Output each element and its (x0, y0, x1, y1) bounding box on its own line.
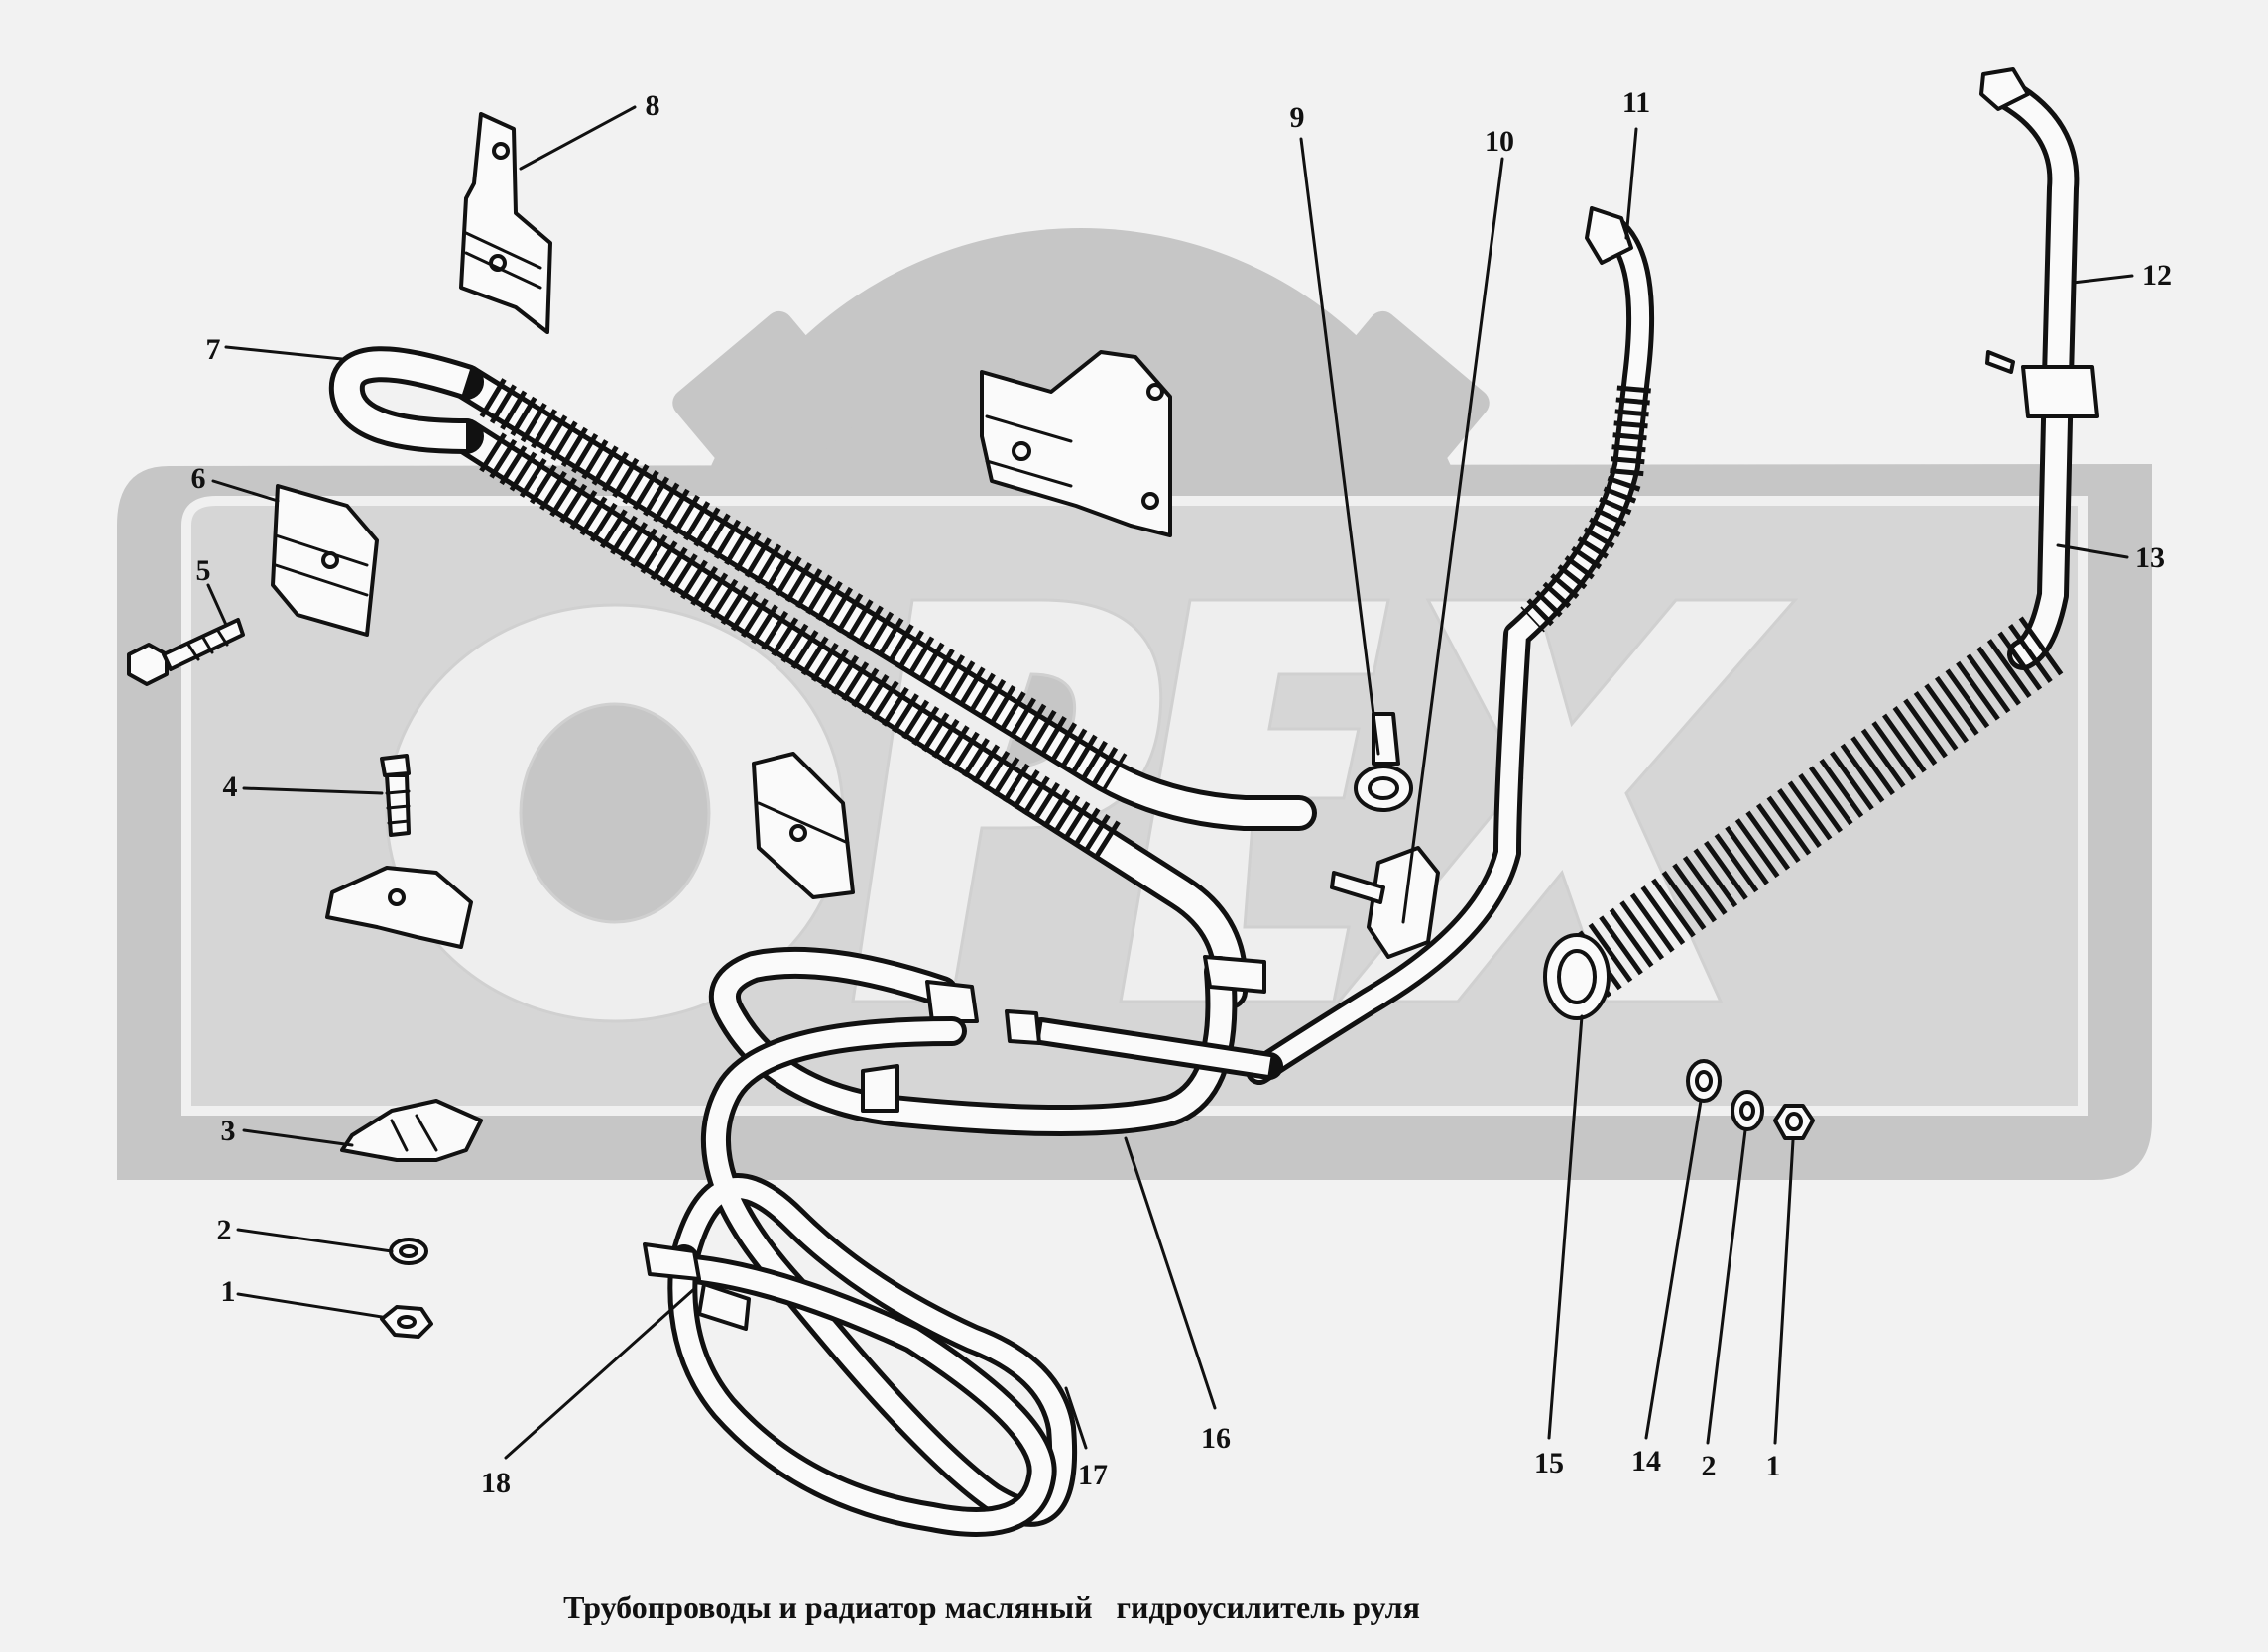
hose-11 (1246, 206, 1655, 1085)
washer-2-left (389, 1238, 428, 1265)
callout-10: 10 (1485, 125, 1514, 158)
pipe-17 (643, 1016, 1078, 1537)
callout-2-left: 2 (217, 1214, 232, 1246)
nut-1-right (1773, 1104, 1815, 1140)
callout-17: 17 (1078, 1459, 1108, 1491)
callout-14: 14 (1631, 1445, 1661, 1477)
leader-lines (206, 105, 2134, 1460)
clamp-plate-6 (271, 484, 379, 637)
nut-1-left (380, 1305, 433, 1339)
pipe-16 (709, 946, 1283, 1136)
bracket-center (980, 350, 1172, 537)
washer-2-right (1731, 1090, 1764, 1131)
callout-13: 13 (2135, 541, 2165, 574)
washer-14 (1686, 1059, 1722, 1103)
callout-1-right: 1 (1766, 1450, 1781, 1482)
diagram-caption: Трубопроводы и радиатор масляный гидроус… (563, 1590, 1420, 1625)
callout-labels: 8 7 6 5 4 3 2 1 9 10 11 12 13 15 14 2 1 … (191, 86, 2173, 1499)
callout-1-left: 1 (221, 1275, 236, 1308)
callout-11: 11 (1622, 86, 1650, 119)
clamp-center-left (752, 752, 855, 899)
callout-4: 4 (223, 770, 238, 803)
clamp-3 (340, 1099, 483, 1162)
callout-18: 18 (481, 1467, 511, 1499)
callout-16: 16 (1201, 1422, 1231, 1455)
bolt-4 (325, 754, 473, 949)
callout-9: 9 (1290, 101, 1305, 134)
coil-hose-15 (1543, 616, 2064, 1020)
clamp-10 (1330, 846, 1440, 959)
bolt-5 (127, 618, 245, 686)
callout-5: 5 (196, 554, 211, 587)
callout-3: 3 (221, 1115, 236, 1147)
bracket-8 (459, 112, 552, 334)
callout-8: 8 (646, 89, 660, 122)
clamp-9 (1354, 712, 1413, 812)
callout-7: 7 (206, 333, 221, 366)
callout-15: 15 (1534, 1447, 1564, 1479)
callout-6: 6 (191, 462, 206, 495)
callout-2-right: 2 (1702, 1450, 1717, 1482)
callout-12: 12 (2142, 259, 2172, 292)
